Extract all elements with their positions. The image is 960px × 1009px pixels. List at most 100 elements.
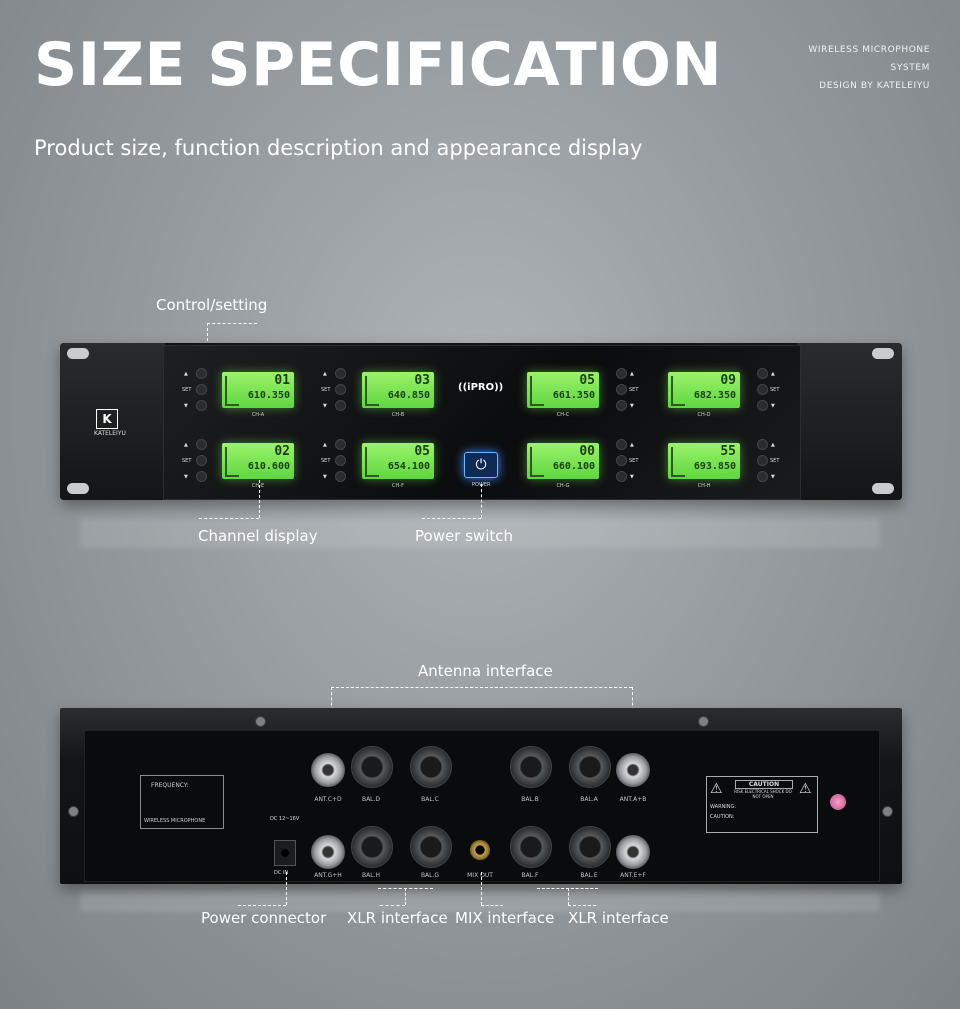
callout-line: [286, 872, 287, 905]
warning-icon: ⚠: [710, 781, 723, 797]
set-button[interactable]: [196, 384, 207, 395]
set-button[interactable]: [616, 384, 627, 395]
callout-line: [568, 888, 569, 905]
up-button[interactable]: [757, 368, 768, 379]
callout-line: [568, 905, 596, 906]
callout-line: [207, 323, 208, 361]
dc-power-jack[interactable]: [274, 840, 296, 866]
channel-label: CH-B: [391, 412, 405, 418]
callout-line: [405, 888, 406, 905]
channel-label: CH-A: [251, 412, 265, 418]
down-button[interactable]: [196, 471, 207, 482]
callout-line: [238, 905, 286, 906]
screw-icon: [68, 806, 79, 817]
rack-slot: [67, 483, 89, 494]
up-button[interactable]: [196, 439, 207, 450]
down-button[interactable]: [616, 400, 627, 411]
page-subtitle: Product size, function description and a…: [34, 136, 643, 160]
callout-xlr-interface-right: XLR interface: [568, 909, 669, 927]
port-label: ANT.E+F: [620, 872, 646, 879]
screw-icon: [255, 716, 266, 727]
antenna-connector-ef[interactable]: [616, 835, 650, 869]
callout-control-setting: Control/setting: [156, 296, 268, 314]
brand-line-3: DESIGN BY KATELEIYU: [819, 81, 930, 91]
port-label: MIX OUT: [467, 872, 493, 879]
xlr-output-e[interactable]: [569, 826, 611, 868]
right-rack-ear: [797, 343, 902, 500]
channel-label: CH-H: [697, 483, 711, 489]
callout-line: [422, 518, 481, 519]
power-button[interactable]: ⏻: [464, 452, 498, 478]
caution-label: ⚠ ⚠ CAUTION RISK ELECTRICAL SHOCK DO NOT…: [706, 776, 818, 833]
port-label: BAL.B: [521, 796, 539, 803]
port-label: BAL.G: [420, 872, 440, 879]
callout-line: [380, 905, 405, 906]
up-button[interactable]: [616, 368, 627, 379]
xlr-output-f[interactable]: [510, 826, 552, 868]
up-button[interactable]: [335, 439, 346, 450]
down-button[interactable]: [196, 400, 207, 411]
xlr-output-c[interactable]: [410, 746, 452, 788]
antenna-connector-cd[interactable]: [311, 753, 345, 787]
down-button[interactable]: [616, 471, 627, 482]
down-button[interactable]: [757, 471, 768, 482]
callout-channel-display: Channel display: [198, 527, 318, 545]
channel-label: CH-C: [556, 412, 570, 418]
up-button[interactable]: [335, 368, 346, 379]
set-button[interactable]: [616, 455, 627, 466]
callout-line: [481, 905, 503, 906]
callout-power-switch: Power switch: [415, 527, 514, 545]
callout-line: [481, 484, 482, 518]
mix-out-jack[interactable]: [470, 840, 490, 860]
up-button[interactable]: [616, 439, 627, 450]
brand-logo-icon: K: [96, 409, 118, 429]
frequency-label-box: FREQUENCY: WIRELESS MICROPHONE: [140, 775, 224, 829]
port-label: BAL.H: [362, 872, 380, 879]
reflection: [80, 518, 880, 548]
antenna-connector-ab[interactable]: [616, 753, 650, 787]
front-panel: K KATELEIYU ((iPRO)) ⏻ POWER ▲ SET ▼ ▲ S…: [60, 343, 902, 500]
xlr-output-h[interactable]: [351, 826, 393, 868]
antenna-connector-gh[interactable]: [311, 835, 345, 869]
set-button[interactable]: [757, 455, 768, 466]
reflection: [80, 892, 880, 912]
display-panel: ((iPRO)) ⏻ POWER ▲ SET ▼ ▲ SET ▼ ▲ SET ▼…: [163, 345, 801, 500]
xlr-output-d[interactable]: [351, 746, 393, 788]
up-button[interactable]: [196, 368, 207, 379]
callout-line: [207, 323, 257, 324]
screw-icon: [698, 716, 709, 727]
port-label: ANT.G+H: [314, 872, 342, 879]
port-label: BAL.E: [580, 872, 598, 879]
set-button[interactable]: [757, 384, 768, 395]
down-button[interactable]: [335, 471, 346, 482]
hologram-sticker: [830, 794, 846, 810]
port-label: BAL.A: [580, 796, 598, 803]
set-button[interactable]: [335, 384, 346, 395]
callout-line: [537, 888, 598, 889]
xlr-output-g[interactable]: [410, 826, 452, 868]
set-button[interactable]: [196, 455, 207, 466]
rack-slot: [67, 348, 89, 359]
set-button[interactable]: [335, 455, 346, 466]
callout-line: [199, 518, 259, 519]
port-label: BAL.C: [421, 796, 439, 803]
brand-line-1: WIRELESS MICROPHONE: [808, 45, 930, 55]
channel-label: CH-E: [251, 483, 265, 489]
callout-line: [259, 480, 260, 518]
channel-label: CH-D: [697, 412, 711, 418]
down-button[interactable]: [335, 400, 346, 411]
xlr-output-b[interactable]: [510, 746, 552, 788]
up-button[interactable]: [757, 439, 768, 450]
page-title: SIZE SPECIFICATION: [34, 30, 723, 100]
rear-panel: FREQUENCY: WIRELESS MICROPHONE DC 12~16V…: [60, 708, 902, 884]
down-button[interactable]: [757, 400, 768, 411]
xlr-output-a[interactable]: [569, 746, 611, 788]
brand-line-2: SYSTEM: [890, 63, 930, 73]
power-icon: ⏻: [475, 457, 487, 473]
